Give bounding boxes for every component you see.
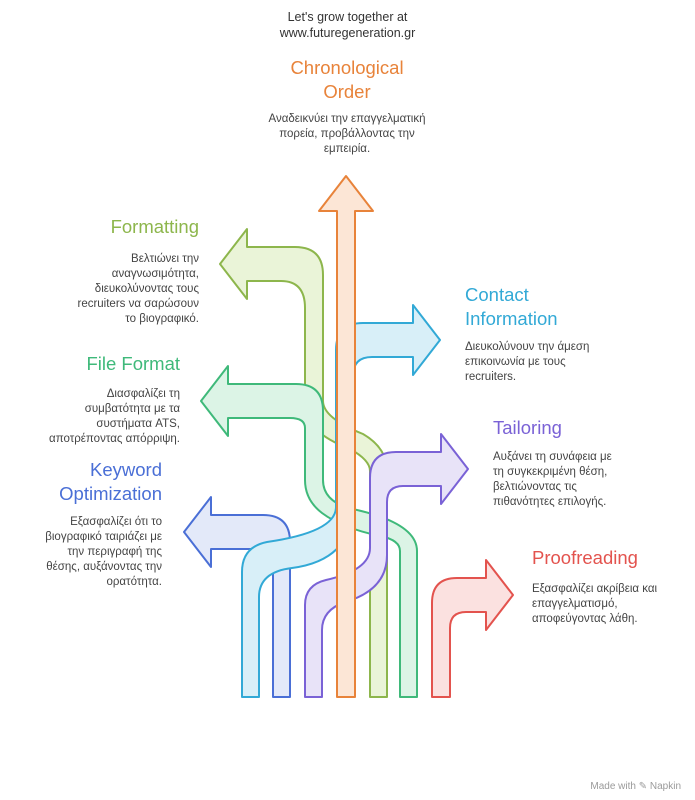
contact-description: Διευκολύνουν την άμεση επικοινωνία με το… [465, 340, 665, 385]
keyword-desc-line-2: βιογραφικό ταιριάζει με [45, 531, 162, 543]
arrow-chronological [318, 175, 374, 698]
chronological-title-line-2: Order [323, 81, 371, 102]
file-format-title: File Format [86, 353, 180, 374]
header: Let's grow together at www.futuregenerat… [0, 9, 695, 41]
keyword-title: Keyword Optimization [12, 458, 162, 506]
chronological-title: Chronological Order [247, 56, 447, 104]
formatting-desc-line-2: αναγνωσιμότητα, [111, 268, 199, 280]
contact-title: Contact Information [465, 283, 665, 331]
proofreading-description: Εξασφαλίζει ακρίβεια και επαγγελματισμό,… [532, 582, 692, 627]
file-format-desc-line-3: συστήματα ATS, [96, 418, 180, 430]
proofreading-title: Proofreading [532, 547, 638, 568]
header-line-1: Let's grow together at [287, 10, 408, 24]
chronological-desc-line-2: πορεία, προβάλλοντας την [279, 128, 415, 140]
tailoring-desc-line-1: Αυξάνει τη συνάφεια με [493, 451, 612, 463]
tailoring-description: Αυξάνει τη συνάφεια με τη συγκεκριμένη θ… [493, 450, 683, 510]
keyword-desc-line-1: Εξασφαλίζει ότι το [70, 516, 162, 528]
formatting-desc-line-4: recruiters να σαρώσουν [77, 298, 199, 310]
chronological-desc-line-1: Αναδεικνύει την επαγγελματική [268, 113, 426, 125]
formatting-desc-line-3: διευκολύνοντας τους [94, 283, 199, 295]
chronological-desc-line-3: εμπειρία. [323, 143, 371, 155]
formatting-desc-line-1: Βελτιώνει την [131, 253, 199, 265]
contact-desc-line-2: επικοινωνία με τους [465, 356, 566, 368]
napkin-watermark: Made with ✎ Napkin [590, 781, 681, 792]
header-line-2: www.futuregeneration.gr [279, 26, 416, 40]
proofreading-desc-line-3: αποφεύγοντας λάθη. [532, 613, 638, 625]
contact-title-line-2: Information [465, 308, 558, 329]
tailoring-desc-line-3: βελτιώνοντας τις [493, 481, 577, 493]
formatting-desc-line-5: το βιογραφικό. [125, 313, 199, 325]
arrow-proofreading [431, 559, 514, 698]
tailoring-desc-line-2: τη συγκεκριμένη θέση, [493, 466, 608, 478]
chronological-title-line-1: Chronological [290, 57, 404, 78]
file-format-desc-line-1: Διασφαλίζει τη [106, 388, 180, 400]
keyword-desc-line-5: ορατότητα. [106, 576, 162, 588]
contact-title-line-1: Contact [465, 284, 529, 305]
file-format-desc-line-4: αποτρέποντας απόρριψη. [49, 433, 180, 445]
proofreading-desc-line-2: επαγγελματισμό, [532, 598, 618, 610]
keyword-title-line-1: Keyword [90, 459, 162, 480]
file-format-description: Διασφαλίζει τη συμβατότητα με τα συστήμα… [20, 387, 180, 447]
keyword-desc-line-3: την περιγραφή της [67, 546, 162, 558]
contact-desc-line-1: Διευκολύνουν την άμεση [465, 341, 590, 353]
proofreading-desc-line-1: Εξασφαλίζει ακρίβεια και [532, 583, 658, 595]
formatting-title: Formatting [110, 216, 199, 237]
keyword-description: Εξασφαλίζει ότι το βιογραφικό ταιριάζει … [12, 515, 162, 590]
formatting-description: Βελτιώνει την αναγνωσιμότητα, διευκολύνο… [40, 252, 199, 327]
contact-desc-line-3: recruiters. [465, 371, 517, 383]
arrow-keyword [183, 496, 291, 698]
file-format-desc-line-2: συμβατότητα με τα [84, 403, 180, 415]
chronological-description: Αναδεικνύει την επαγγελματική πορεία, πρ… [247, 112, 447, 157]
keyword-desc-line-4: θέσης, αυξάνοντας την [46, 561, 162, 573]
tailoring-desc-line-4: πιθανότητες επιλογής. [493, 496, 607, 508]
tailoring-title: Tailoring [493, 417, 562, 438]
keyword-title-line-2: Optimization [59, 483, 162, 504]
